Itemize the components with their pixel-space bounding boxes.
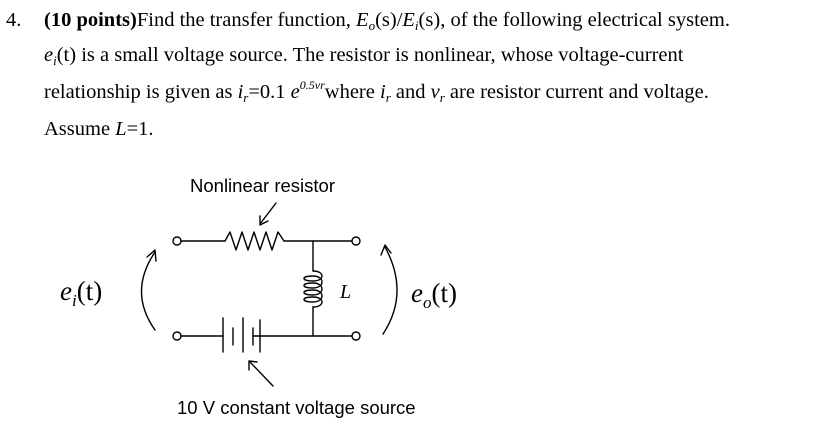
inductor-coil: [303, 270, 323, 308]
tf-num-sub: o: [368, 18, 376, 33]
line1-text: Find the transfer function,: [136, 9, 357, 31]
output-voltage-label: eo(t): [411, 278, 457, 312]
tf-den-var: E: [402, 9, 415, 31]
line3-ir: i: [237, 81, 244, 103]
line1-end: , of the following electrical system.: [440, 9, 730, 31]
input-var: e: [60, 276, 72, 306]
line3-end: are resistor current and voltage.: [444, 81, 709, 103]
line2-var: e: [44, 44, 54, 66]
line3-where: where: [324, 81, 380, 103]
resistor-pointer-line: [259, 202, 277, 225]
problem-line-2: ei(t) is a small voltage source. The res…: [44, 43, 683, 67]
input-voltage-label: ei(t): [60, 276, 102, 310]
inductor-label: L: [339, 281, 351, 303]
output-arg: (t): [431, 278, 456, 308]
line3-i2-sub: r: [385, 90, 391, 105]
output-terminal-bottom: [351, 331, 361, 341]
problem-number: 4.: [6, 9, 22, 31]
resistor-label: Nonlinear resistor: [190, 175, 335, 196]
input-voltage-arrow: [140, 251, 156, 331]
resistor-pointer-head: [259, 215, 269, 226]
line2-arg: (t): [56, 44, 77, 66]
line3-v: v: [430, 81, 440, 103]
problem-line-4: Assume L=1.: [44, 117, 154, 141]
input-arrow-head: [146, 249, 157, 262]
tf-den-sub: i: [414, 18, 419, 33]
line4-start: Assume: [44, 118, 116, 140]
tf-den-arg: (s): [418, 9, 441, 31]
source-pointer-line: [249, 361, 274, 387]
nonlinear-resistor: [224, 231, 285, 251]
line3-eq: =0.1: [248, 81, 291, 103]
input-terminal-top: [172, 236, 182, 246]
tf-num-var: E: [356, 9, 369, 31]
line3-i2: i: [380, 81, 386, 103]
output-terminal-top: [351, 236, 361, 246]
problem-line-1: (10 points)Find the transfer function, E…: [44, 8, 730, 32]
line4-L: L: [115, 118, 127, 140]
input-arg: (t): [77, 276, 102, 306]
input-sub: i: [72, 291, 77, 310]
source-pointer-head: [248, 360, 258, 371]
line2-rest: is a small voltage source. The resistor …: [76, 44, 684, 66]
input-terminal-bottom: [172, 331, 182, 341]
line4-end: =1.: [126, 118, 154, 140]
line3-start: relationship is given as: [44, 81, 238, 103]
line3-exp: 0.5vr: [299, 78, 325, 92]
line3-ir-sub: r: [243, 90, 249, 105]
line2-sub: i: [53, 53, 57, 68]
points-label: (10 points): [44, 9, 137, 31]
output-sub: o: [423, 293, 432, 312]
output-voltage-arrow: [382, 246, 398, 335]
line3-e: e: [290, 81, 300, 103]
line3-and: and: [390, 81, 431, 103]
problem-line-3: relationship is given as ir=0.1 e0.5vrwh…: [44, 78, 709, 105]
output-arrow-head: [380, 244, 392, 256]
tf-num-arg: (s)/: [375, 9, 403, 31]
source-label: 10 V constant voltage source: [177, 397, 416, 418]
output-var: e: [411, 278, 423, 308]
line3-v-sub: r: [439, 90, 445, 105]
